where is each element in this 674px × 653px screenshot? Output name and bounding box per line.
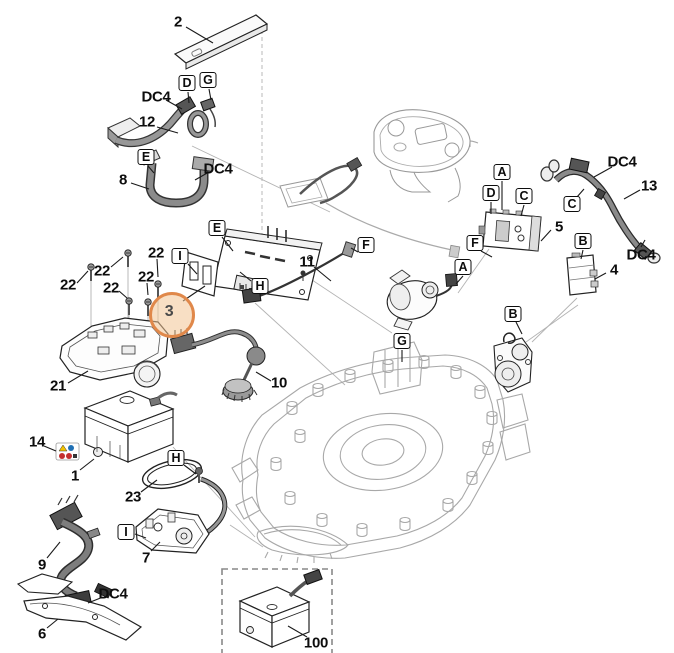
part-number-callout[interactable]: 13 (640, 177, 658, 195)
part-number-callout[interactable]: 21 (49, 377, 67, 395)
part-number-callout[interactable]: 12 (138, 113, 156, 131)
part-10-motor-impeller-drawing (169, 328, 266, 402)
position-letter-badge: E (208, 220, 226, 236)
screws-22-drawing (87, 249, 162, 316)
part-1-battery-drawing (83, 390, 178, 463)
part-number-callout[interactable]: 5 (554, 218, 564, 236)
part-number-callout[interactable]: 10 (270, 374, 288, 392)
part-12-cable-drawing (107, 96, 216, 149)
part-2-cover-strip-drawing (173, 14, 269, 70)
position-letter-badge: H (167, 450, 185, 466)
connector-tag-label: DC4 (607, 153, 637, 171)
part-number-callout[interactable]: 11 (299, 253, 315, 271)
part-number-callout[interactable]: 22 (137, 268, 155, 286)
construction-lines (90, 30, 579, 548)
part-7-housing-drawing (135, 476, 228, 554)
chassis-boss-details (270, 354, 498, 538)
connector-tag-label: DC4 (203, 160, 233, 178)
highlighted-part-callout[interactable] (149, 292, 195, 338)
part-number-callout[interactable]: 22 (147, 244, 165, 262)
part-number-callout[interactable]: 4 (609, 261, 619, 279)
part-4-plate-drawing (566, 252, 599, 296)
position-letter-badge: H (251, 278, 269, 294)
part-number-callout[interactable]: 1 (70, 467, 80, 485)
position-letter-badge: F (466, 235, 484, 251)
control-panel-context-drawing (279, 109, 471, 259)
position-letter-badge: E (137, 149, 155, 165)
part-number-callout[interactable]: 22 (59, 276, 77, 294)
part-number-callout-highlighted[interactable]: 3 (164, 303, 174, 320)
connector-tag-label: DC4 (141, 88, 171, 106)
part-number-callout[interactable]: 22 (93, 262, 111, 280)
drive-motor-a-drawing (386, 269, 458, 331)
part-21-carrier-drawing (59, 317, 169, 388)
position-letter-badge: B (504, 306, 522, 322)
position-letter-badge: G (199, 72, 217, 88)
position-letter-badge: F (357, 237, 375, 253)
mower-chassis-drawing (231, 140, 531, 564)
part-number-callout[interactable]: 2 (173, 13, 183, 31)
variant-inset-box (221, 568, 333, 653)
part-6-guard-drawing (16, 573, 143, 641)
position-letter-badge: D (482, 185, 500, 201)
position-letter-badge: G (393, 333, 411, 349)
position-letter-badge: I (171, 248, 189, 264)
position-letter-badge: D (178, 75, 196, 91)
gearbox-b-drawing (493, 332, 533, 393)
leader-lines (43, 26, 646, 638)
part-number-callout[interactable]: 22 (102, 279, 120, 297)
part-number-callout[interactable]: 6 (37, 625, 47, 643)
part-number-callout[interactable]: 9 (37, 556, 47, 574)
part-number-callout[interactable]: 23 (124, 488, 142, 506)
position-letter-badge: B (574, 233, 592, 249)
position-letter-badge: C (515, 188, 533, 204)
connector-tag-label: DC4 (98, 585, 128, 603)
part-number-callout[interactable]: 14 (28, 433, 46, 451)
connector-tag-label: DC4 (626, 246, 656, 264)
position-letter-badge: C (563, 196, 581, 212)
part-5-pcb-drawing (478, 208, 542, 252)
position-letter-badge: A (493, 164, 511, 180)
part-number-callout[interactable]: 7 (141, 549, 151, 567)
part-number-callout[interactable]: 8 (118, 171, 128, 189)
position-letter-badge: I (117, 524, 135, 540)
part-number-callout[interactable]: 100 (303, 634, 329, 652)
part-14-safety-label-drawing (55, 442, 80, 461)
part-13-cable-harness-drawing (540, 157, 661, 264)
position-letter-badge: A (454, 259, 472, 275)
